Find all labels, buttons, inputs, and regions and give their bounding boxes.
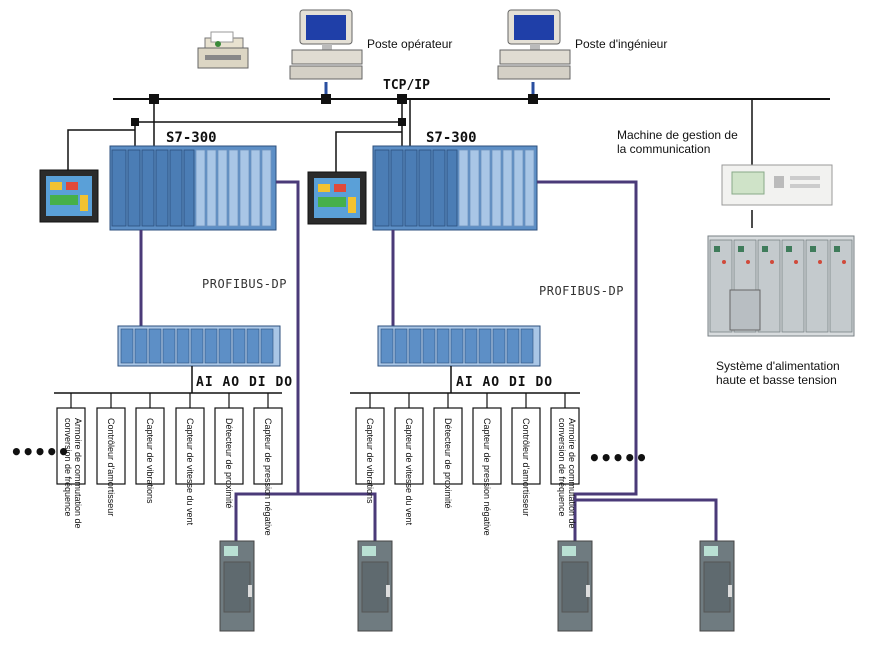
device-label: Capteur de vitesse du vent [185, 418, 195, 526]
device-label: Capteur de pression négative [482, 418, 492, 536]
label-poste-ingenieur: Poste d'ingénieur [575, 37, 668, 51]
remote-io-left [117, 325, 281, 367]
label-s7-300-left: S7-300 [166, 130, 217, 146]
label-poste-operateur: Poste opérateur [367, 37, 453, 51]
switchgear-system [707, 235, 855, 337]
device-label: Armoire de commutation de conversion de … [63, 418, 83, 529]
field-cabinet [219, 540, 255, 632]
label-s7-300-right: S7-300 [426, 130, 477, 146]
device-label: Armoire de commutation de conversion de … [557, 418, 577, 529]
field-cabinet [699, 540, 735, 632]
field-cabinet [557, 540, 593, 632]
device-label: Détecteur de proximité [443, 418, 453, 509]
label-profibus-left: PROFIBUS-DP [202, 277, 287, 291]
plc-rack-right [372, 145, 538, 231]
bus-connector [397, 94, 407, 104]
field-cabinet [357, 540, 393, 632]
device-label: Capteur de vibrations [365, 418, 375, 504]
device-label: Contrôleur d'amortisseur [106, 418, 116, 517]
device-label: Contrôleur d'amortisseur [521, 418, 531, 517]
device-label: Capteur de vitesse du vent [404, 418, 414, 526]
remote-io-right [377, 325, 541, 367]
label-io-left: AI AO DI DO [196, 375, 294, 390]
profibus-lines [139, 180, 718, 545]
bus-connector [321, 94, 331, 104]
ellipsis-left: ••••• [10, 440, 70, 464]
engineer-workstation-icon [497, 9, 571, 80]
device-boxes [56, 407, 580, 485]
label-machine-gestion: Machine de gestion de la communication [617, 128, 738, 156]
bus-connector [149, 94, 159, 104]
label-tcp-ip: TCP/IP [383, 78, 430, 93]
hmi-panel-right-icon [307, 171, 367, 225]
device-label: Détecteur de proximité [224, 418, 234, 509]
device-label: Capteur de pression négative [263, 418, 273, 536]
label-systeme-alimentation: Système d'alimentation haute et basse te… [716, 359, 840, 387]
device-label: Capteur de vibrations [145, 418, 155, 504]
label-profibus-right: PROFIBUS-DP [539, 284, 624, 298]
bus-connector [528, 94, 538, 104]
communication-manager-device [721, 164, 833, 206]
printer-icon [197, 31, 249, 69]
operator-workstation-icon [289, 9, 363, 80]
hmi-panel-left-icon [39, 169, 99, 223]
ellipsis-right: ••••• [588, 446, 648, 470]
plc-rack-left [109, 145, 277, 231]
label-io-right: AI AO DI DO [456, 375, 554, 390]
